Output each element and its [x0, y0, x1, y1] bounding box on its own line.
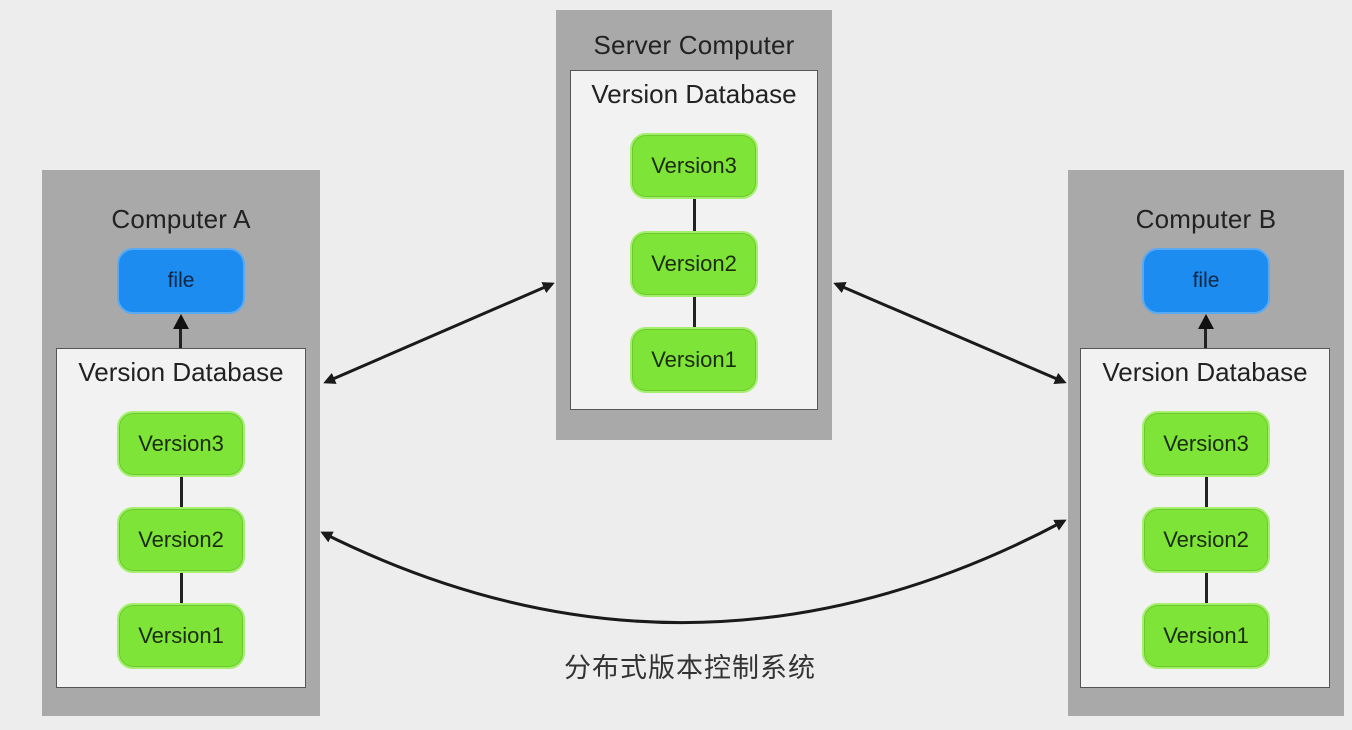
computer-a-file-link	[179, 326, 182, 348]
server-computer-panel: Server Computer Version Database Version…	[556, 10, 832, 440]
computer-a-panel: Computer A file Version Database Version…	[42, 170, 320, 716]
computer-a-version2-node: Version2	[117, 507, 245, 573]
computer-b-panel: Computer B file Version Database Version…	[1068, 170, 1344, 716]
computer-a-title: Computer A	[111, 204, 251, 234]
computer-b-version1-node: Version1	[1142, 603, 1270, 669]
computer-a-up-arrowhead	[173, 314, 189, 329]
arrow-a-b	[320, 519, 1067, 625]
computer-a-link-3-2	[180, 477, 183, 507]
computer-b-db-title: Version Database	[1102, 357, 1308, 387]
computer-b-file-node: file	[1142, 248, 1270, 314]
computer-b-version2-node: Version2	[1142, 507, 1270, 573]
computer-b-link-2-1	[1205, 573, 1208, 603]
computer-a-version3-node: Version3	[117, 411, 245, 477]
server-version-database: Version Database Version3 Version2 Versi…	[570, 70, 818, 410]
server-link-3-2	[693, 199, 696, 231]
server-db-title: Version Database	[591, 79, 797, 109]
computer-b-version3-node: Version3	[1142, 411, 1270, 477]
server-version1-node: Version1	[630, 327, 758, 393]
server-version2-node: Version2	[630, 231, 758, 297]
computer-b-title: Computer B	[1135, 204, 1277, 234]
computer-b-link-3-2	[1205, 477, 1208, 507]
computer-a-db-title: Version Database	[78, 357, 284, 387]
computer-a-link-2-1	[180, 573, 183, 603]
diagram-caption: 分布式版本控制系统	[564, 653, 816, 683]
computer-b-up-arrowhead	[1198, 314, 1214, 329]
computer-b-version-database: Version Database Version3 Version2 Versi…	[1080, 348, 1330, 688]
computer-a-version-database: Version Database Version3 Version2 Versi…	[56, 348, 306, 688]
server-computer-title: Server Computer	[593, 30, 795, 60]
arrow-a-server	[323, 282, 555, 384]
computer-a-file-node: file	[117, 248, 245, 314]
server-link-2-1	[693, 297, 696, 327]
server-version3-node: Version3	[630, 133, 758, 199]
arrow-server-b	[833, 282, 1067, 384]
computer-b-file-link	[1204, 326, 1207, 348]
computer-a-version1-node: Version1	[117, 603, 245, 669]
